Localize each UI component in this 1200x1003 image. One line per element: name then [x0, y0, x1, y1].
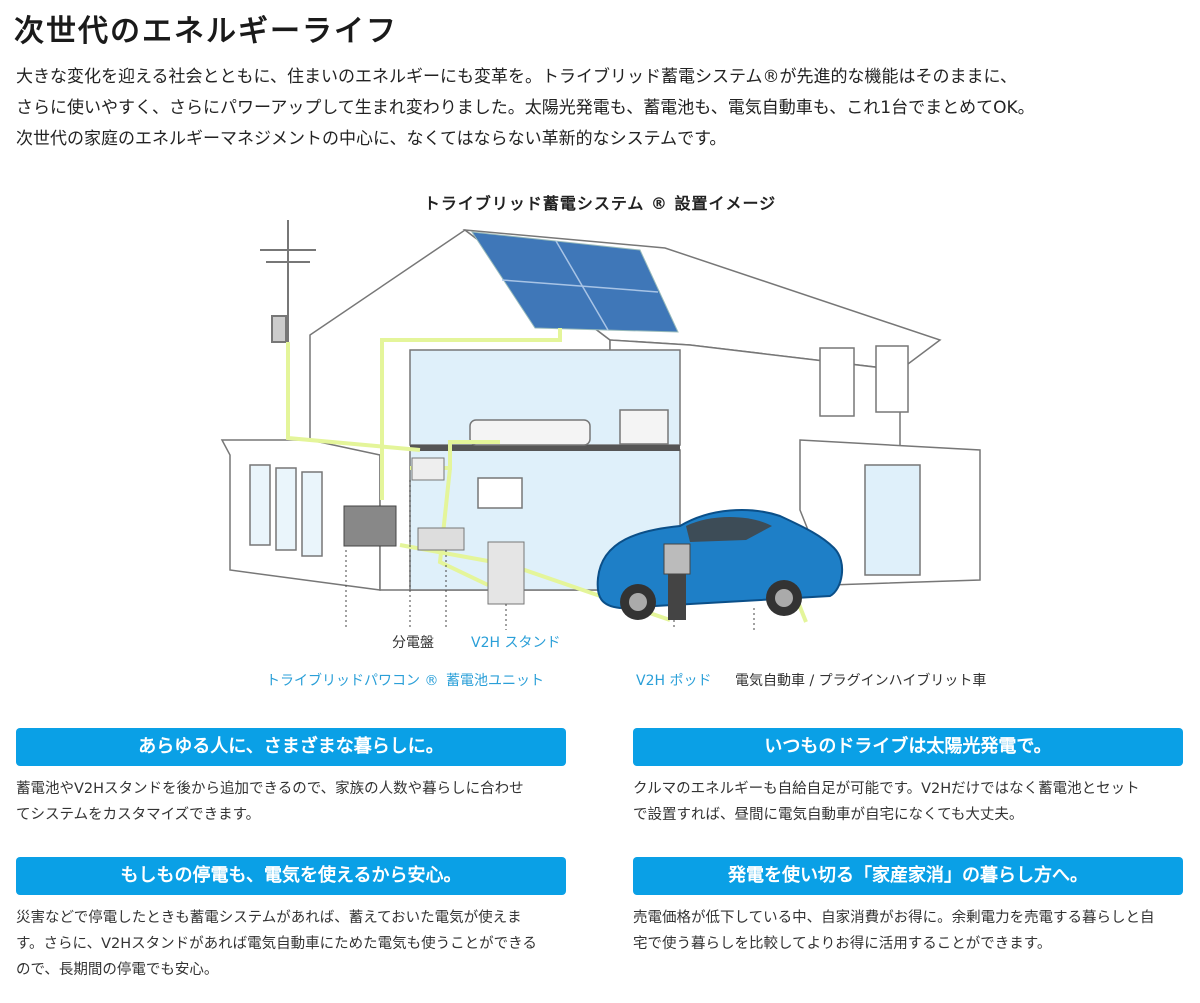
feature-text-line: ので、長期間の停電でも安心。 [16, 962, 219, 978]
intro-line: 次世代の家庭のエネルギーマネジメントの中心に、なくてはならない革新的なシステムで… [16, 129, 727, 149]
leader-lines [345, 480, 755, 630]
power-conditioner-icon [343, 505, 397, 547]
diagram-title: トライブリッド蓄電システム ® 設置イメージ [423, 194, 777, 213]
distribution-panel-icon [411, 457, 445, 481]
label-electric-vehicle: 電気自動車 / プラグインハイブリット車 [735, 673, 987, 689]
garage-icon [220, 439, 381, 591]
intro-text: 大きな変化を迎える社会とともに、住まいのエネルギーにも変革を。トライブリッド蓄電… [16, 62, 1196, 155]
feature-text-line: 宅で使う暮らしを比較してよりお得に活用することができます。 [633, 936, 1052, 952]
v2h-pod-icon [663, 543, 691, 620]
feature-text-line: てシステムをカスタマイズできます。 [16, 807, 261, 823]
label-battery-unit: 蓄電池ユニット [446, 673, 544, 689]
electric-car-icon [596, 509, 844, 620]
feature-heading: いつものドライブは太陽光発電で。 [633, 728, 1183, 766]
house-installation-illustration [220, 220, 981, 630]
feature-text-line: で設置すれば、昼間に電気自動車が自宅になくても大丈夫。 [633, 807, 1024, 823]
feature-text-line: 売電価格が低下している中、自家消費がお得に。余剰電力を売電する暮らしと自 [633, 910, 1155, 926]
v2h-stand-icon [487, 541, 525, 605]
feature-text: 売電価格が低下している中、自家消費がお得に。余剰電力を売電する暮らしと自 宅で使… [633, 905, 1193, 957]
label-power-conditioner: トライブリッドパワコン ® [266, 673, 439, 689]
label-v2h-pod: V2H ポッド [636, 673, 712, 689]
label-distribution-panel: 分電盤 [392, 635, 434, 651]
feature-text-line: す。さらに、V2Hスタンドがあれば電気自動車にためた電気も使うことができる [16, 936, 537, 952]
feature-text-line: 蓄電池やV2Hスタンドを後から追加できるので、家族の人数や暮らしに合わせ [16, 781, 524, 797]
feature-text: クルマのエネルギーも自給自足が可能です。V2Hだけではなく蓄電池とセット で設置… [633, 776, 1193, 828]
feature-text-line: クルマのエネルギーも自給自足が可能です。V2Hだけではなく蓄電池とセット [633, 781, 1140, 797]
feature-heading: あらゆる人に、さまざまな暮らしに。 [16, 728, 566, 766]
page-title: 次世代のエネルギーライフ [14, 14, 398, 49]
feature-heading: もしもの停電も、電気を使えるから安心。 [16, 857, 566, 895]
intro-line: 大きな変化を迎える社会とともに、住まいのエネルギーにも変革を。トライブリッド蓄電… [16, 67, 1017, 87]
battery-unit-icon [417, 527, 465, 551]
label-v2h-stand: V2H スタンド [471, 635, 561, 651]
intro-line: さらに使いやすく、さらにパワーアップして生まれ変わりました。太陽光発電も、蓄電池… [16, 98, 1035, 118]
feature-heading: 発電を使い切る「家産家消」の暮らし方へ。 [633, 857, 1183, 895]
feature-text: 蓄電池やV2Hスタンドを後から追加できるので、家族の人数や暮らしに合わせ てシス… [16, 776, 576, 828]
solar-panel-icon [471, 231, 679, 333]
feature-text: 災害などで停電したときも蓄電システムがあれば、蓄えておいた電気が使えま す。さら… [16, 905, 576, 983]
feature-text-line: 災害などで停電したときも蓄電システムがあれば、蓄えておいた電気が使えま [16, 910, 522, 926]
